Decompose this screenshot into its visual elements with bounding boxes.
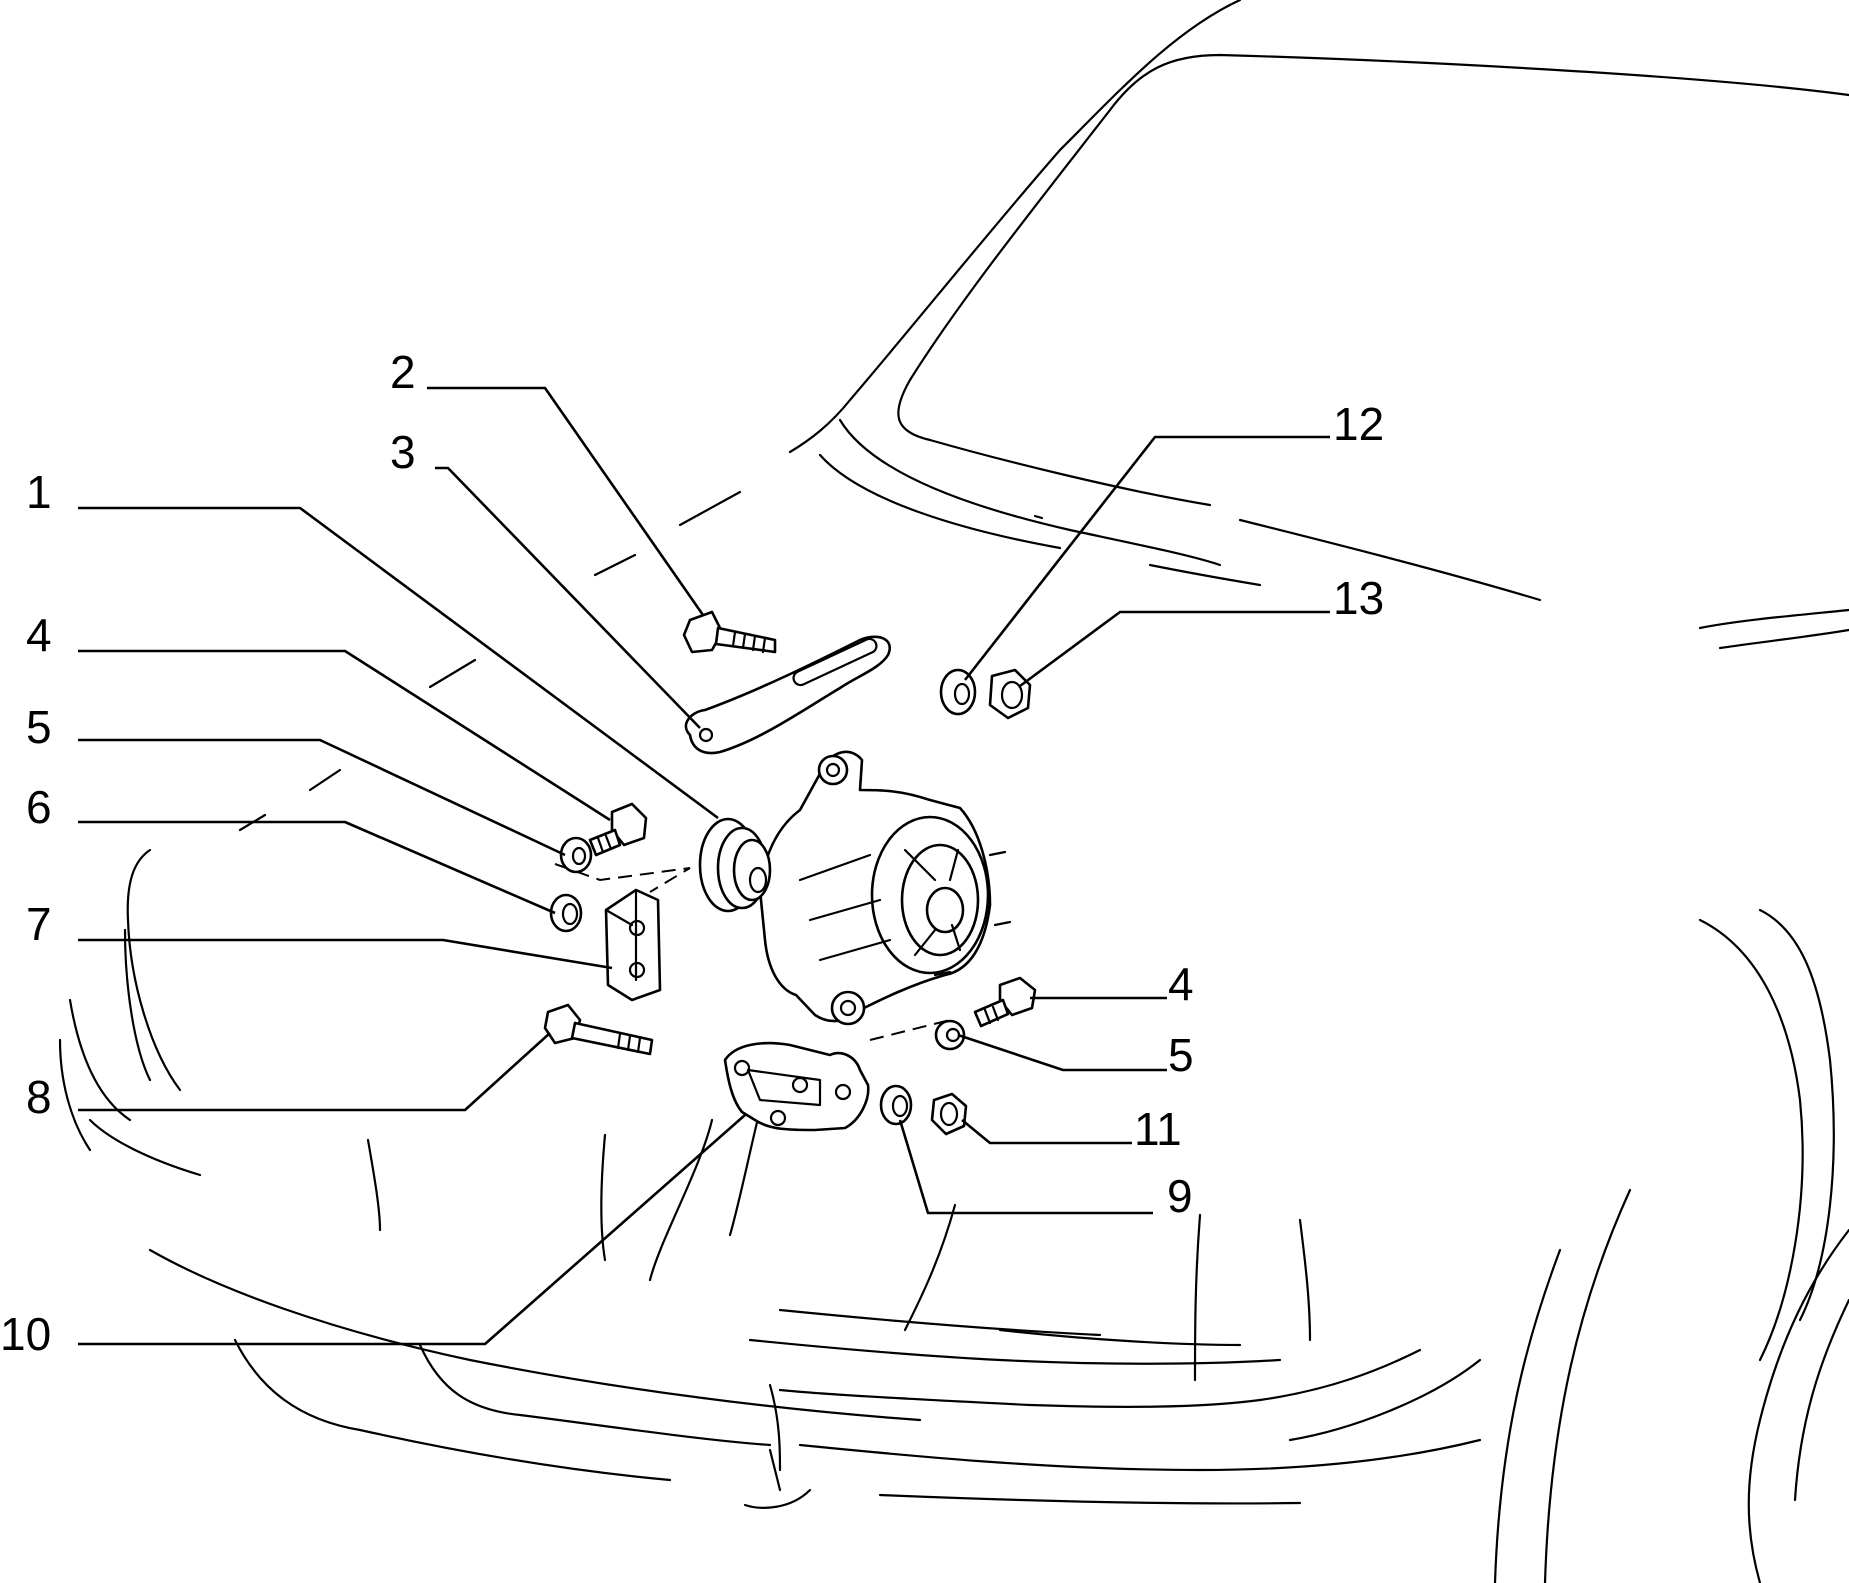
- nut-11-part: [930, 1092, 968, 1136]
- leader-12: [963, 435, 1330, 681]
- washer-12-part: [939, 668, 977, 716]
- spacer-6-part: [549, 893, 583, 933]
- callout-7: 7: [26, 898, 52, 950]
- callout-2: 2: [390, 346, 416, 398]
- callout-8: 8: [26, 1071, 52, 1123]
- callout-3: 3: [390, 426, 416, 478]
- callout-4-left: 4: [26, 609, 52, 661]
- nut-13-part: [988, 668, 1032, 720]
- bolt-4-right-part: [973, 976, 1037, 1028]
- adjuster-bracket-3-part: [684, 635, 891, 755]
- lower-bracket-10-part: [723, 1041, 870, 1132]
- callout-labels: 1 2 3 4 5 6 7 8 10 12 13 4 5 11 9: [0, 346, 1384, 1360]
- leader-8: [78, 1032, 551, 1112]
- washer-5-left-part: [559, 836, 593, 874]
- leader-1: [78, 506, 719, 820]
- car-body-outline: [58, 0, 1849, 1583]
- callout-5-left: 5: [26, 701, 52, 753]
- callout-11: 11: [1134, 1103, 1182, 1155]
- leader-lines: [78, 386, 1330, 1346]
- leader-5-left: [78, 738, 566, 857]
- long-bolt-8-part: [543, 1003, 654, 1056]
- callout-13: 13: [1333, 572, 1384, 624]
- leader-11: [961, 1118, 1132, 1145]
- leader-5-right: [957, 1033, 1167, 1072]
- callout-12: 12: [1333, 398, 1384, 450]
- leader-13: [1019, 610, 1330, 688]
- leader-3: [435, 466, 701, 729]
- callout-1: 1: [26, 466, 52, 518]
- spacer-9-part: [879, 1084, 913, 1126]
- leader-10: [78, 1114, 746, 1346]
- callout-9: 9: [1167, 1170, 1193, 1222]
- alternator-part: [698, 750, 1012, 1026]
- callout-5-right: 5: [1168, 1029, 1194, 1081]
- callout-4-right: 4: [1168, 958, 1194, 1010]
- callout-10: 10: [0, 1308, 51, 1360]
- bolt-4-left-part: [588, 802, 648, 857]
- leader-2: [427, 386, 705, 616]
- bracket-plate-7-part: [604, 888, 662, 1002]
- leader-9: [898, 1119, 1153, 1215]
- leader-6: [78, 820, 556, 915]
- callout-6: 6: [26, 781, 52, 833]
- leader-7: [78, 938, 613, 970]
- leader-4-left: [78, 649, 611, 822]
- washer-5-right-part: [934, 1019, 966, 1051]
- bolt-2-part: [682, 610, 777, 654]
